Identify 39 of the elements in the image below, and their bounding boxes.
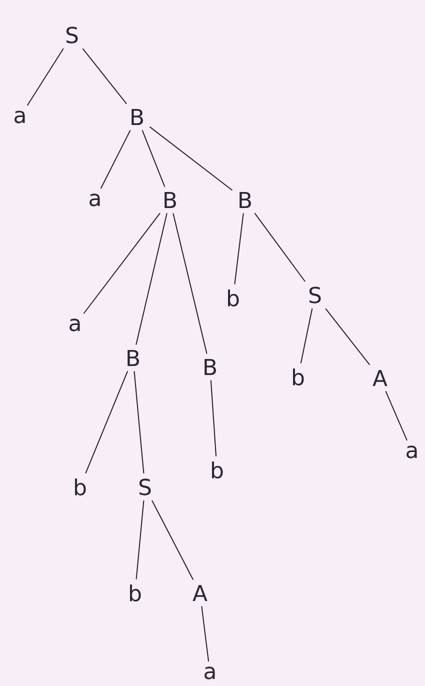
- tree-branch: [136, 212, 168, 346]
- tree-branch: [149, 126, 233, 191]
- tree-branch: [85, 370, 128, 474]
- tree-symbol: A: [372, 370, 388, 386]
- tree-branch: [83, 212, 160, 314]
- tree-symbol: a: [90, 194, 100, 206]
- tree-branch: [172, 212, 208, 354]
- tree-symbol: B: [164, 192, 176, 208]
- tree-branch: [201, 606, 210, 662]
- tree-symbol: S: [66, 26, 78, 44]
- tree-symbol: B: [128, 350, 139, 366]
- tree-branch: [82, 48, 128, 104]
- tree-branch: [234, 212, 244, 285]
- tree-symbol: B: [204, 358, 216, 376]
- tree-symbol: B: [240, 192, 251, 208]
- tree-symbol: b: [130, 584, 141, 602]
- tree-branch: [26, 48, 64, 106]
- tree-symbol: b: [228, 290, 239, 307]
- tree-branch: [325, 308, 370, 366]
- tree-symbol: b: [75, 478, 86, 496]
- tree-branch: [136, 500, 144, 580]
- tree-branch: [152, 500, 194, 580]
- tree-branch: [142, 130, 166, 188]
- tree-symbol: a: [70, 318, 80, 332]
- tree-branch: [254, 212, 306, 282]
- tree-symbol: S: [139, 478, 151, 496]
- tree-symbol: a: [14, 110, 25, 124]
- tree-branch: [100, 130, 131, 189]
- tree-symbol: b: [212, 461, 223, 479]
- tree-symbol: a: [204, 666, 215, 680]
- tree-symbol: S: [309, 286, 321, 304]
- tree-symbol: B: [132, 108, 143, 126]
- tree-branch: [385, 390, 408, 441]
- tree-symbol: A: [192, 584, 208, 602]
- tree-branch: [300, 308, 313, 364]
- tree-branch: [134, 370, 144, 474]
- tree-symbol: b: [293, 368, 304, 386]
- tree-branch: [210, 380, 217, 457]
- tree-symbol: a: [406, 446, 417, 458]
